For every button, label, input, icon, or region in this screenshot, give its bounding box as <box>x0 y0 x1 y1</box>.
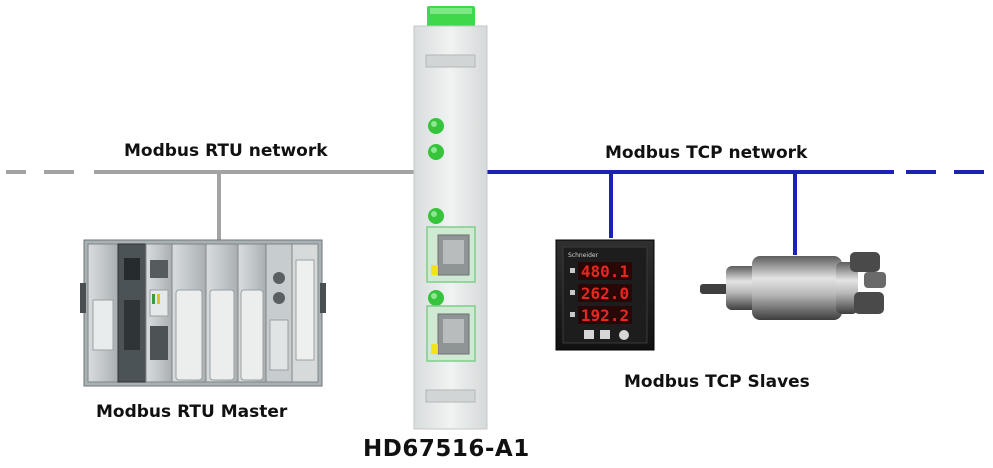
status-led <box>428 118 444 134</box>
plc-master-image <box>80 239 326 387</box>
meter-reading-3: 192.2 <box>581 306 629 325</box>
rtu-network-label: Modbus RTU network <box>124 141 328 161</box>
tcp-network-label: Modbus TCP network <box>605 143 808 163</box>
ethernet-port <box>426 305 476 362</box>
power-meter-image: Schneider 480.1 262.0 192.2 <box>555 239 655 351</box>
tcp-network-line <box>483 170 984 255</box>
tcp-slaves-label: Modbus TCP Slaves <box>624 372 810 392</box>
meter-reading-1: 480.1 <box>581 262 629 281</box>
rtu-network-line <box>6 170 418 250</box>
tcp-sensor-image <box>700 252 886 320</box>
status-led <box>428 290 444 306</box>
device-label: HD67516-A1 <box>363 436 530 462</box>
meter-brand: Schneider <box>568 252 599 259</box>
gateway-device <box>413 6 488 430</box>
ethernet-port <box>426 226 476 283</box>
rtu-master-label: Modbus RTU Master <box>96 402 288 422</box>
status-led <box>428 208 444 224</box>
status-led <box>428 144 444 160</box>
meter-reading-2: 262.0 <box>581 284 629 303</box>
